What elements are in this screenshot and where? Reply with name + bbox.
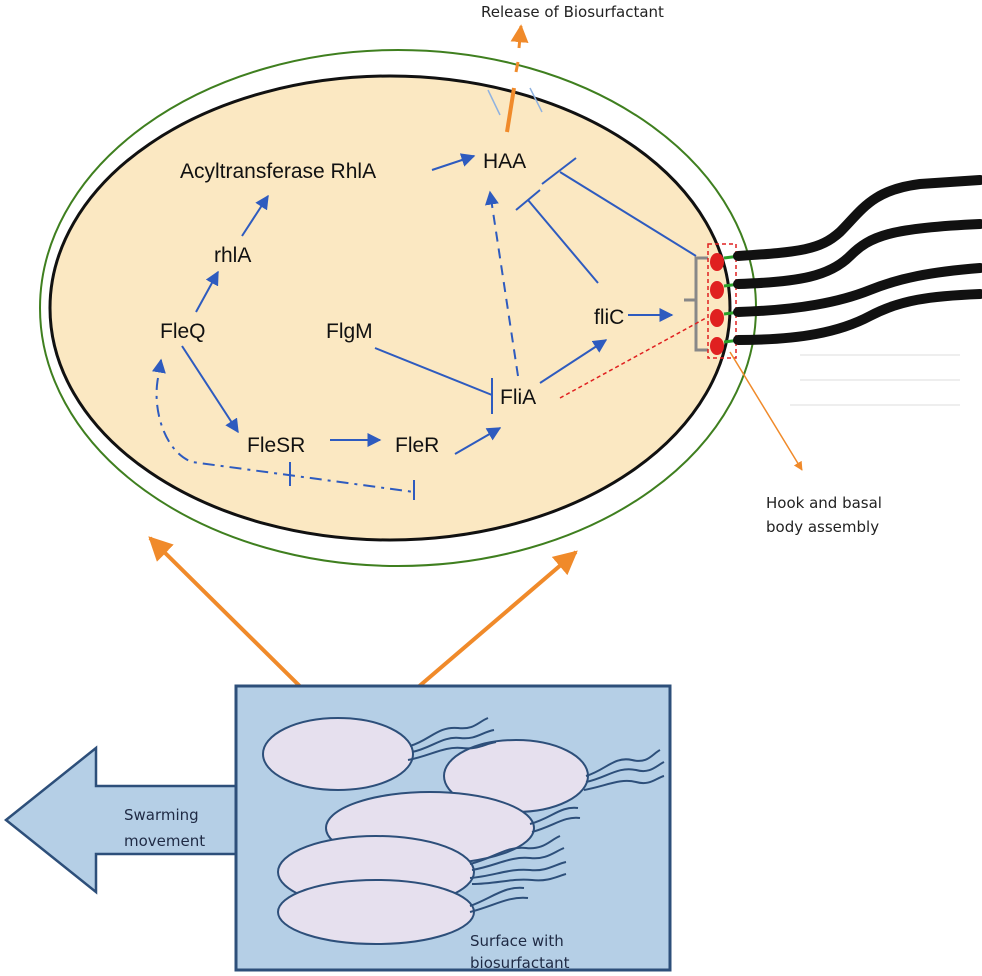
hook-label-line1: Hook and basal [766,494,882,512]
hook-basal-body [559,243,741,399]
fler-label: FleR [395,434,439,457]
flagella [733,175,982,345]
flia-label: FliA [500,386,536,409]
fleq-label: FleQ [160,320,206,343]
flagella-shadow [790,354,960,406]
release-label: Release of Biosurfactant [481,3,664,21]
swarming-arrow [3,745,238,895]
hook-pointer [729,351,803,471]
inhibition-arrows [289,157,697,500]
cytoplasm [48,74,732,542]
pathway-arrows [152,153,674,493]
swarm-cells [262,717,589,945]
flgm-label: FlgM [326,320,373,343]
surface-label-line1: Surface with [470,932,564,950]
release-channel [487,24,543,133]
surface-label-line2: biosurfactant [470,954,570,972]
rhla-gene-label: rhlA [214,244,251,267]
acyltransferase-label: Acyltransferase RhlA [180,160,376,183]
flic-label: fliC [594,306,624,329]
swarming-label-line2: movement [124,832,205,850]
swarm-flagella [407,717,665,913]
flesr-label: FleSR [247,434,305,457]
hook-label-line2: body assembly [766,518,879,536]
haa-label: HAA [483,150,526,173]
swarming-label-line1: Swarming [124,806,199,824]
